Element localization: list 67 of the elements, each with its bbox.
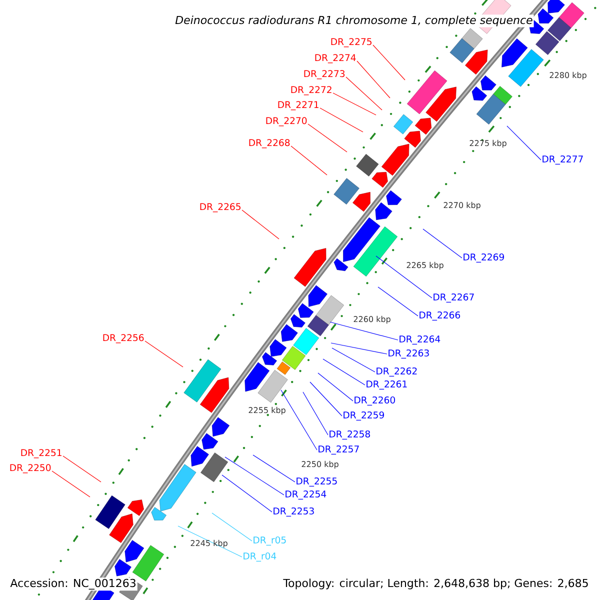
scale-label: 2280 kbp xyxy=(550,72,586,80)
gene-label: DR_2265 xyxy=(200,203,240,212)
gene-label: DR_r05 xyxy=(254,536,286,546)
leader-line xyxy=(308,124,348,152)
gene-label: DR_2266 xyxy=(420,311,460,321)
title: Deinococcus radiodurans R1 chromosome 1, complete sequence xyxy=(174,14,534,28)
leader-line xyxy=(318,372,354,402)
gene-label: DR_2262 xyxy=(376,367,417,377)
leader-line xyxy=(322,358,366,386)
leader-line xyxy=(330,342,388,354)
leader-line xyxy=(290,146,328,176)
gene-label: DR_2263 xyxy=(388,349,429,359)
gene-label: DR_2268 xyxy=(249,139,290,148)
scale-label: 2250 kbp xyxy=(302,460,338,469)
leader-line xyxy=(178,526,242,558)
gene-label: DR_2253 xyxy=(274,507,314,517)
gene-label: DR_2255 xyxy=(296,477,337,487)
leader-line xyxy=(378,286,418,316)
scale-label: 2255 kbp xyxy=(248,406,286,415)
leader-line xyxy=(330,322,398,340)
leader-line xyxy=(422,228,462,258)
leader-line xyxy=(62,456,102,482)
accession-text: Accession: NC_001263 xyxy=(9,578,138,591)
gene-label: DR_2269 xyxy=(464,253,504,263)
gene-label: DR_2258 xyxy=(330,430,370,440)
leader-line xyxy=(356,60,390,98)
gene-label: DR_r04 xyxy=(244,552,276,562)
gene-label: DR_2250 xyxy=(10,464,51,474)
leader-line xyxy=(302,392,328,436)
gene-label: DR_2259 xyxy=(344,411,384,421)
leader-line xyxy=(222,474,272,512)
gene-label: DR_2264 xyxy=(400,335,440,345)
scale-label: 2245 kbp xyxy=(190,540,228,548)
scale-label: 2275 kbp xyxy=(470,140,506,148)
leader-line xyxy=(332,92,376,116)
leader-line xyxy=(252,454,296,482)
gene-label: DR_2256 xyxy=(103,334,144,344)
gene-label: DR_2274 xyxy=(315,54,356,64)
leader-line xyxy=(332,348,376,372)
leader-line xyxy=(346,76,382,110)
gene-label: DR_2270 xyxy=(266,117,307,126)
leader-line xyxy=(320,108,364,132)
gene-label: DR_2254 xyxy=(286,490,326,500)
scale-label: 2265 kbp xyxy=(406,262,444,270)
scale-label: 2260 kbp xyxy=(354,316,390,324)
gene-label: DR_2277 xyxy=(542,155,583,165)
leader-line xyxy=(310,382,342,416)
gene-label: DR_2275 xyxy=(331,38,372,48)
gene-label: DR_2267 xyxy=(434,293,474,303)
leader-line xyxy=(372,44,406,80)
gene-label: DR_2260 xyxy=(354,396,396,406)
leader-line xyxy=(224,456,284,496)
leader-line xyxy=(376,256,432,298)
scale-label: 2270 kbp xyxy=(444,202,480,210)
gene-label: DR_2273 xyxy=(304,70,345,80)
gene-label: DR_2257 xyxy=(318,445,359,455)
gene-label: DR_2271 xyxy=(278,101,318,110)
leader-line xyxy=(280,390,318,450)
leader-line xyxy=(52,470,90,498)
leader-line xyxy=(506,126,542,160)
leader-line xyxy=(144,340,184,368)
gene-label: DR_2261 xyxy=(366,380,407,390)
leader-line xyxy=(212,512,252,542)
gene-label: DR_2251 xyxy=(21,449,62,458)
summary-text: Topology: circular; Length: 2,648,638 bp; Genes: 2,685 xyxy=(282,578,590,590)
gene-label: DR_2272 xyxy=(291,86,332,96)
leader-line xyxy=(242,210,280,240)
